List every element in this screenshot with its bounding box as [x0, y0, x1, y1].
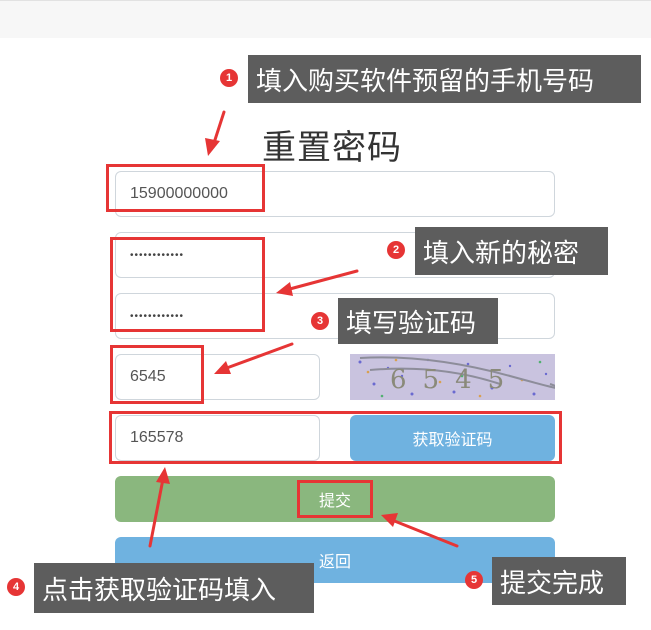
- callout-step-5: 提交完成: [492, 557, 626, 605]
- phone-input[interactable]: 15900000000: [115, 171, 555, 217]
- sms-code-input[interactable]: 165578: [115, 415, 320, 461]
- callout-step-2: 填入新的秘密: [415, 227, 608, 275]
- page-title: 重置密码: [262, 128, 402, 168]
- highlight-phone: [106, 164, 265, 212]
- step-3-badge: 3: [311, 312, 329, 330]
- captcha-image[interactable]: 6545: [350, 354, 555, 400]
- highlight-passwords: [110, 237, 265, 332]
- get-code-button[interactable]: 获取验证码: [350, 415, 555, 461]
- step-4-badge: 4: [7, 578, 25, 596]
- submit-button[interactable]: 提交: [115, 476, 555, 522]
- callout-step-1: 填入购买软件预留的手机号码: [248, 55, 641, 103]
- highlight-submit: [297, 480, 373, 518]
- captcha-input[interactable]: 6545: [115, 354, 320, 400]
- step-5-badge: 5: [465, 571, 483, 589]
- captcha-image-text: 6545: [390, 365, 520, 395]
- highlight-sms-row: [109, 411, 562, 464]
- callout-step-3: 填写验证码: [338, 298, 498, 344]
- step-2-badge: 2: [387, 241, 405, 259]
- top-bar: [0, 0, 651, 38]
- highlight-captcha: [110, 345, 204, 404]
- callout-step-4: 点击获取验证码填入: [34, 563, 314, 613]
- step-1-badge: 1: [220, 69, 238, 87]
